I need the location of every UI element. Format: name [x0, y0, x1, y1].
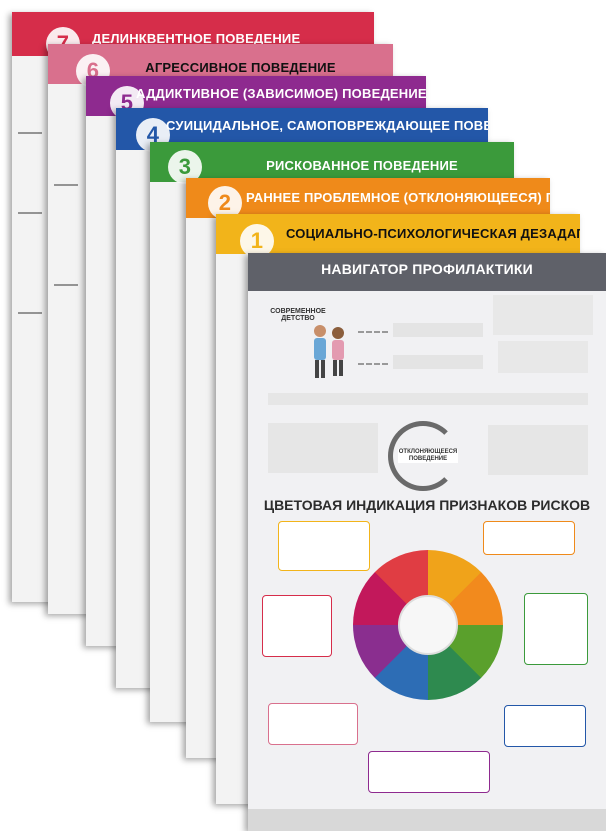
risk-box-bottom [368, 751, 490, 793]
risk-wheel [353, 550, 503, 700]
color-indication-heading: ЦВЕТОВАЯ ИНДИКАЦИЯ ПРИЗНАКОВ РИСКОВ [263, 497, 591, 513]
sheet-7-title: ДЕЛИНКВЕНТНОЕ ПОВЕДЕНИЕ [92, 31, 301, 46]
risk-box-top-right [483, 521, 575, 555]
front-footer [248, 809, 606, 831]
sheet-2-title: РАННЕЕ ПРОБЛЕМНОЕ (ОТКЛОНЯЮЩЕЕСЯ) ПОВЕДЕ… [246, 190, 550, 205]
sheet-1-band: 1 СОЦИАЛЬНО-ПСИХОЛОГИЧЕСКАЯ ДЕЗАДАПТАЦИЯ [216, 214, 580, 258]
risk-box-bottom-right [504, 705, 586, 747]
sheet-1-title: СОЦИАЛЬНО-ПСИХОЛОГИЧЕСКАЯ ДЕЗАДАПТАЦИЯ [286, 226, 580, 241]
sheet-2-band: 2 РАННЕЕ ПРОБЛЕМНОЕ (ОТКЛОНЯЮЩЕЕСЯ) ПОВЕ… [186, 178, 550, 220]
risk-box-left [262, 595, 332, 657]
sheet-3-title: РИСКОВАННОЕ ПОВЕДЕНИЕ [266, 158, 458, 173]
sheet-1-number: 1 [240, 224, 274, 258]
deviant-label: ОТКЛОНЯЮЩЕЕСЯ ПОВЕДЕНИЕ [398, 449, 458, 463]
risk-box-top-left [278, 521, 370, 571]
sheet-4-title: СУИЦИДАЛЬНОЕ, САМОПОВРЕЖДАЮЩЕЕ ПОВЕДЕНИЕ [166, 118, 488, 133]
deviant-ring-icon [388, 421, 458, 491]
risk-box-bottom-left [268, 703, 358, 745]
sheet-3-band: 3 РИСКОВАННОЕ ПОВЕДЕНИЕ [150, 142, 514, 184]
risk-box-right [524, 593, 588, 665]
front-sheet: НАВИГАТОР ПРОФИЛАКТИКИ СОВРЕМЕННОЕ ДЕТСТ… [248, 253, 606, 831]
sheet-6-title: АГРЕССИВНОЕ ПОВЕДЕНИЕ [145, 60, 336, 75]
children-icon [308, 323, 348, 383]
children-center-icon [398, 595, 458, 655]
front-title: НАВИГАТОР ПРОФИЛАКТИКИ [321, 261, 533, 277]
front-band: НАВИГАТОР ПРОФИЛАКТИКИ [248, 253, 606, 291]
modern-childhood-label: СОВРЕМЕННОЕ ДЕТСТВО [270, 308, 326, 322]
sheet-5-title: АДДИКТИВНОЕ (ЗАВИСИМОЕ) ПОВЕДЕНИЕ [136, 86, 426, 101]
